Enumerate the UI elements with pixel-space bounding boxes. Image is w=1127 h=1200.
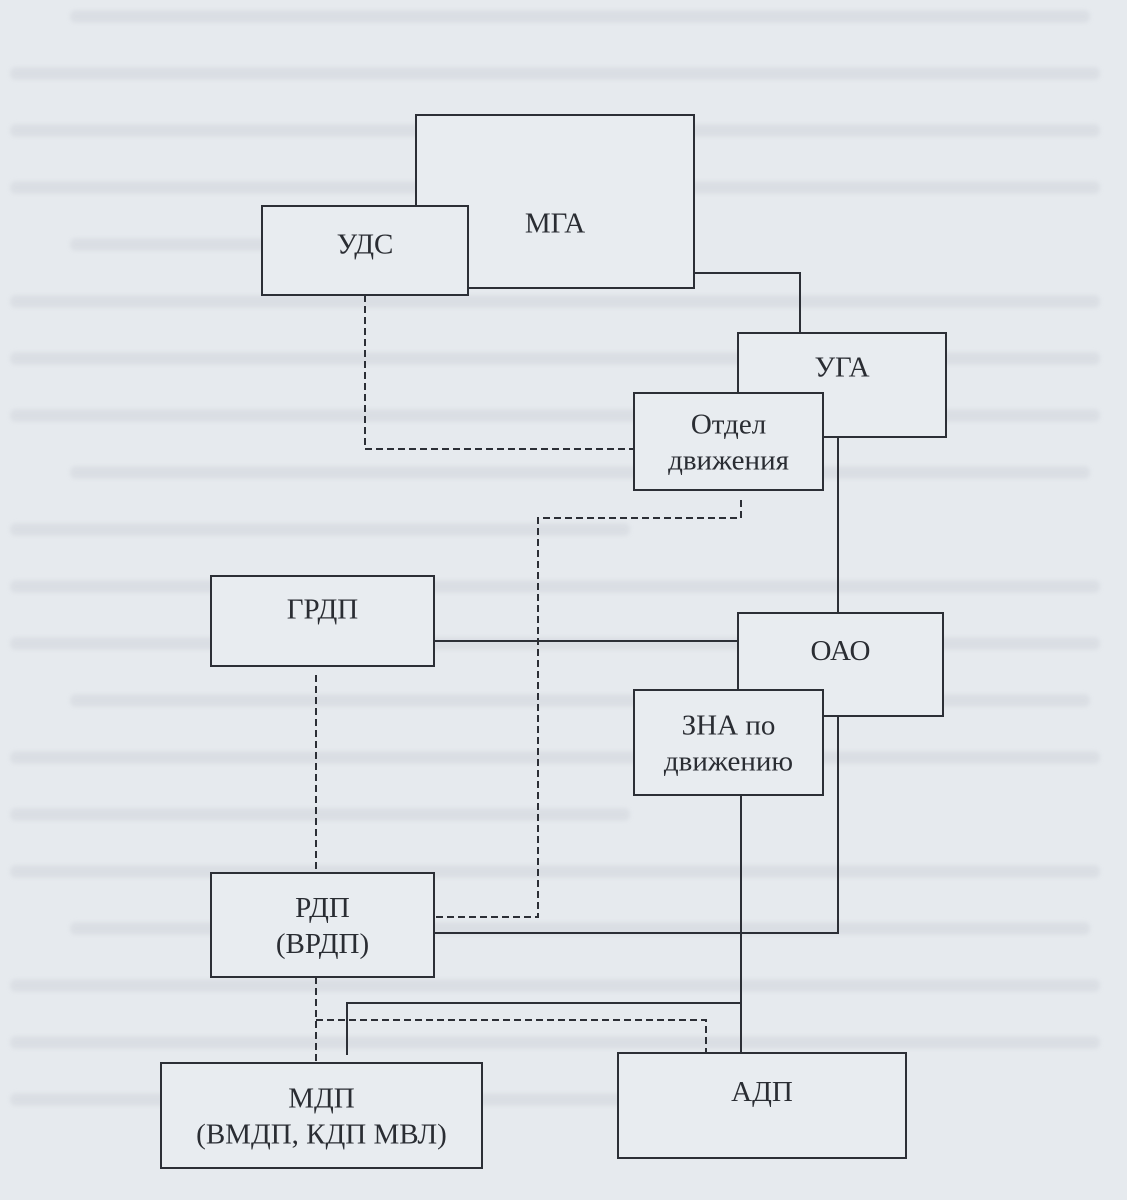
node-zna-label: движению (664, 746, 793, 778)
node-mga: МГА (415, 114, 695, 289)
node-uds-frame (261, 205, 469, 296)
background-text-line (10, 751, 1100, 764)
edge-uds-otdel (364, 295, 634, 450)
node-mdp-label: МДП (288, 1083, 355, 1115)
background-text-line (10, 523, 630, 536)
node-otdel-frame (633, 392, 824, 491)
edge-rdp-adp (316, 1019, 707, 1053)
background-text-line (10, 808, 630, 821)
node-uga-label: УГА (814, 351, 869, 383)
node-adp-label: АДП (731, 1076, 793, 1108)
node-mdp: МДП (ВМДП, КДП МВЛ) (160, 1062, 483, 1169)
node-uds: УДС (261, 205, 469, 296)
background-text-line (10, 1036, 1100, 1049)
edge-oao-rdp (434, 716, 839, 934)
edge-otdel-rdp (434, 500, 742, 918)
node-rdp: РДП (ВРДП) (210, 872, 435, 978)
node-otdel: Отдел движения (633, 392, 824, 491)
node-grdp-label: ГРДП (287, 593, 358, 625)
node-rdp-label: РДП (295, 892, 350, 924)
node-adp-frame (617, 1052, 907, 1159)
background-text-line (70, 10, 1090, 23)
background-text-line (10, 67, 1100, 80)
node-zna: ЗНА по движению (633, 689, 824, 796)
node-zna-label: ЗНА по (682, 710, 776, 742)
node-mga-frame (415, 114, 695, 289)
node-mdp-frame (160, 1062, 483, 1169)
node-mga-label: МГА (525, 207, 585, 239)
node-grdp: ГРДП (210, 575, 435, 667)
background-text-line (70, 466, 1090, 479)
node-uds-label: УДС (337, 228, 394, 260)
node-otdel-label: Отдел (691, 409, 766, 441)
node-oao-label: ОАО (811, 635, 871, 667)
node-rdp-frame (210, 872, 435, 978)
node-mdp-label: (ВМДП, КДП МВЛ) (196, 1119, 447, 1151)
node-adp: АДП (617, 1052, 907, 1159)
node-grdp-frame (210, 575, 435, 667)
background-text-line (10, 979, 1100, 992)
background-text-line (10, 295, 1100, 308)
edge-adp-mdp (346, 1002, 741, 1055)
node-rdp-label: (ВРДП) (276, 928, 369, 960)
node-otdel-label: движения (668, 445, 789, 477)
node-zna-frame (633, 689, 824, 796)
